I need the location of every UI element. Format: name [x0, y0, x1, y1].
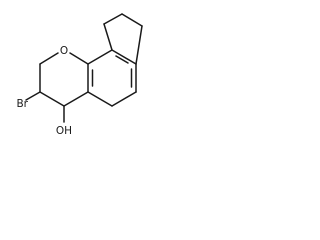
bond-c7p-c6p [121, 13, 143, 27]
bond-c8b-c5a [87, 49, 113, 65]
bond-c4b-c8a [87, 91, 113, 107]
bond-o-c2 [39, 52, 59, 65]
bond-c3-br [25, 91, 41, 101]
hydroxyl-atom-label: OH [56, 125, 72, 137]
bond-c5a-c8 [103, 23, 113, 51]
bond-c3-c4 [39, 91, 65, 107]
bond-c4-c4a [63, 91, 89, 107]
bond-c8b-o [69, 52, 89, 65]
bond-c7-c4b [111, 91, 137, 107]
oxygen-atom-label: O [60, 45, 68, 57]
structure-diagram: O Br OH [0, 0, 152, 152]
atom-labels: O Br OH [16, 45, 72, 137]
bonds [25, 13, 143, 123]
bond-c5a-c6 [111, 49, 137, 65]
bond-inner-3 [115, 55, 129, 64]
structure-svg: O Br OH [16, 13, 143, 137]
bond-c6p-c6 [135, 25, 143, 65]
bromine-atom-label: Br [16, 98, 28, 110]
bond-c8-c7p [103, 13, 123, 25]
